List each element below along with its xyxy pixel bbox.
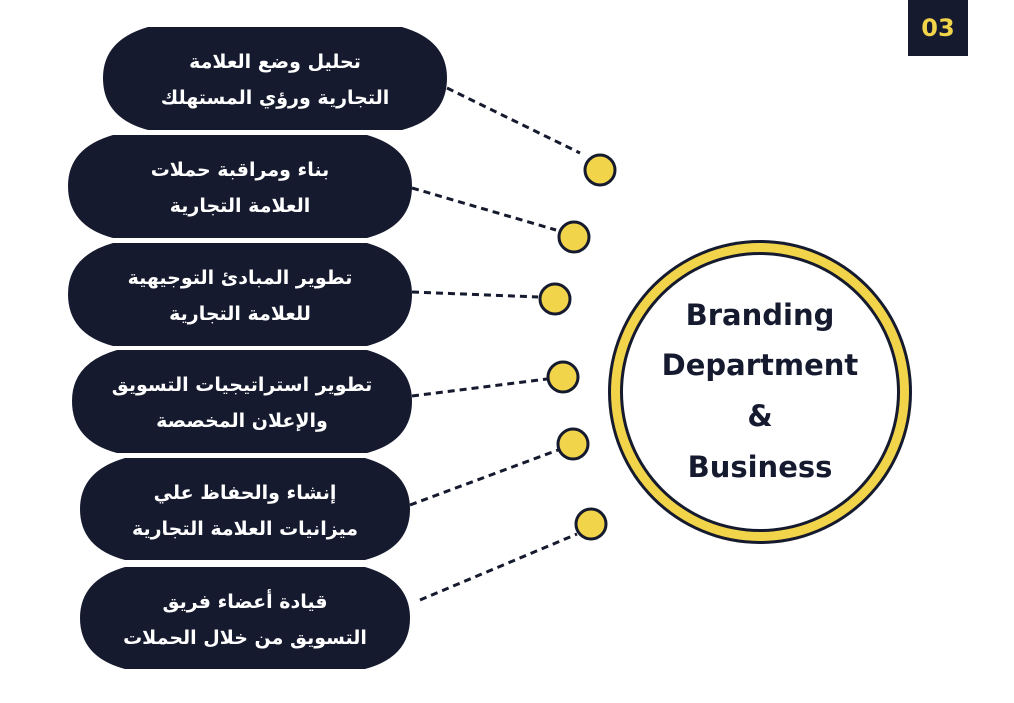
connector-3 bbox=[411, 290, 539, 299]
dot-1 bbox=[583, 153, 617, 187]
item-5-line-1: إنشاء والحفاظ علي bbox=[154, 482, 337, 504]
page-number: 03 bbox=[921, 14, 955, 42]
connector-2 bbox=[411, 186, 557, 232]
connector-6 bbox=[419, 532, 578, 602]
item-box-1: تحليل وضع العلامة التجارية ورؤي المستهلك bbox=[103, 27, 447, 130]
item-box-3: تطوير المبادئ التوجيهية للعلامة التجارية bbox=[68, 243, 412, 346]
item-1-line-1: تحليل وضع العلامة bbox=[189, 51, 361, 73]
item-4-line-2: والإعلان المخصصة bbox=[156, 410, 328, 432]
item-3-line-1: تطوير المبادئ التوجيهية bbox=[128, 267, 353, 289]
connectors bbox=[409, 86, 581, 602]
center-circle: Branding Department & Business bbox=[608, 240, 912, 544]
dot-6 bbox=[574, 507, 608, 541]
dot-3 bbox=[538, 282, 572, 316]
item-5-line-2: ميزانيات العلامة التجارية bbox=[132, 518, 358, 540]
item-box-5: إنشاء والحفاظ علي ميزانيات العلامة التجا… bbox=[80, 458, 410, 560]
dot-5 bbox=[556, 427, 590, 461]
center-line-1: Branding bbox=[686, 298, 835, 332]
connector-1 bbox=[446, 86, 581, 155]
item-4-line-1: تطوير استراتيجيات التسويق bbox=[112, 374, 373, 396]
item-3-line-2: للعلامة التجارية bbox=[169, 303, 311, 325]
dot-4 bbox=[546, 360, 580, 394]
center-line-2: Department bbox=[662, 348, 859, 382]
item-6-line-1: قيادة أعضاء فريق bbox=[162, 589, 327, 613]
connector-dots bbox=[538, 153, 617, 541]
connector-5 bbox=[409, 448, 559, 507]
center-line-3: & bbox=[747, 399, 772, 433]
page-number-badge: 03 bbox=[908, 0, 968, 56]
item-1-line-2: التجارية ورؤي المستهلك bbox=[161, 87, 390, 110]
item-6-line-2: التسويق من خلال الحملات bbox=[123, 627, 367, 649]
center-line-4: Business bbox=[688, 450, 833, 484]
item-box-6: قيادة أعضاء فريق التسويق من خلال الحملات bbox=[80, 567, 410, 669]
dot-2 bbox=[557, 220, 591, 254]
item-box-4: تطوير استراتيجيات التسويق والإعلان المخص… bbox=[72, 350, 412, 453]
item-box-2: بناء ومراقبة حملات العلامة التجارية bbox=[68, 135, 412, 238]
connector-4 bbox=[411, 377, 548, 398]
item-2-line-1: بناء ومراقبة حملات bbox=[151, 159, 330, 181]
item-2-line-2: العلامة التجارية bbox=[170, 195, 311, 217]
